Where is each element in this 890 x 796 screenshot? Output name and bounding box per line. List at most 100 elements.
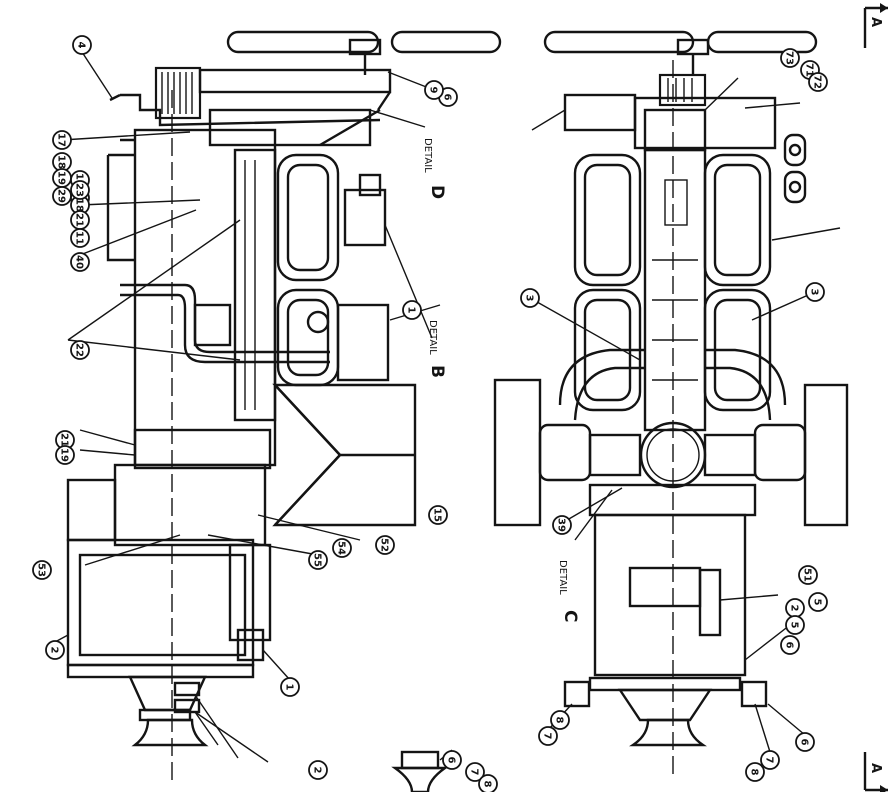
callout-circle bbox=[428, 505, 448, 525]
callout-3: 3 bbox=[520, 288, 540, 308]
labels-layer: 4691718192910133256786786782525354551211… bbox=[32, 17, 883, 794]
callout-8: 8 bbox=[478, 774, 498, 794]
callout-number: 6 bbox=[799, 739, 810, 746]
callout-number: 6 bbox=[442, 94, 453, 101]
callout-7: 7 bbox=[465, 762, 485, 782]
callout-17: 17 bbox=[52, 130, 72, 150]
callout-7: 7 bbox=[760, 750, 780, 770]
callout-number: 5 bbox=[812, 599, 823, 606]
detail-letter: C bbox=[560, 610, 580, 622]
callout-number: 7 bbox=[764, 757, 775, 764]
callout-73: 73 bbox=[780, 48, 800, 68]
callout-number: 73 bbox=[784, 51, 795, 65]
callout-circle bbox=[785, 615, 805, 635]
callout-21: 21 bbox=[70, 210, 90, 230]
callout-6: 6 bbox=[795, 732, 815, 752]
detail-label-b: DETAIL B bbox=[427, 320, 447, 378]
callout-number: 72 bbox=[812, 75, 823, 89]
leader-lines bbox=[54, 51, 841, 763]
callout-8: 8 bbox=[550, 710, 570, 730]
callout-circle bbox=[424, 80, 444, 100]
callout-number: 17 bbox=[74, 173, 85, 187]
callout-number: 8 bbox=[749, 769, 760, 776]
callout-circle bbox=[745, 762, 765, 782]
callout-circle bbox=[55, 445, 75, 465]
callout-number: 29 bbox=[56, 189, 67, 203]
callout-number: 52 bbox=[379, 538, 390, 552]
callout-circle bbox=[332, 538, 352, 558]
callout-number: 17 bbox=[56, 133, 67, 147]
callout-number: 19 bbox=[59, 448, 70, 462]
callout-number: 1 bbox=[284, 684, 295, 691]
callout-circle bbox=[808, 72, 828, 92]
callout-circle bbox=[70, 228, 90, 248]
callout-circle bbox=[70, 180, 90, 200]
callout-circle bbox=[308, 550, 328, 570]
callout-circle bbox=[375, 535, 395, 555]
callout-5: 5 bbox=[808, 592, 828, 612]
callout-number: 3 bbox=[809, 289, 820, 296]
callout-19: 19 bbox=[55, 445, 75, 465]
callout-circle bbox=[70, 252, 90, 272]
callout-number: 11 bbox=[74, 231, 85, 245]
callout-number: 7 bbox=[469, 769, 480, 776]
callout-number: 8 bbox=[482, 781, 493, 788]
callout-number: 71 bbox=[804, 63, 815, 77]
callout-circle bbox=[45, 640, 65, 660]
callout-22: 22 bbox=[70, 340, 90, 360]
detail-prefix: DETAIL bbox=[422, 138, 433, 173]
callout-52: 52 bbox=[375, 535, 395, 555]
callout-number: 3 bbox=[524, 295, 535, 302]
callout-circle bbox=[552, 515, 572, 535]
callout-number: 21 bbox=[74, 213, 85, 227]
callout-number: 21 bbox=[59, 433, 70, 447]
callout-circle bbox=[402, 300, 422, 320]
callout-number: 7 bbox=[542, 733, 553, 740]
callout-number: 5 bbox=[789, 622, 800, 629]
callout-circle bbox=[280, 677, 300, 697]
callout-number: 4 bbox=[76, 42, 87, 49]
callout-number: 15 bbox=[432, 508, 443, 522]
callout-circle bbox=[805, 282, 825, 302]
callout-6: 6 bbox=[780, 635, 800, 655]
callout-number: 19 bbox=[56, 171, 67, 185]
left-side-view bbox=[66, 30, 502, 794]
callout-54: 54 bbox=[332, 538, 352, 558]
callout-number: 51 bbox=[802, 568, 813, 582]
callout-circle bbox=[780, 635, 800, 655]
callout-circle bbox=[550, 710, 570, 730]
callout-circle bbox=[52, 130, 72, 150]
callout-40: 40 bbox=[70, 252, 90, 272]
detail-prefix: DETAIL bbox=[427, 320, 438, 355]
callout-53: 53 bbox=[32, 560, 52, 580]
callout-2: 2 bbox=[308, 760, 328, 780]
callout-number: 6 bbox=[784, 642, 795, 649]
callout-number: 18 bbox=[74, 198, 85, 212]
detail-letter: B bbox=[427, 365, 447, 378]
section-marks bbox=[863, 3, 888, 795]
callout-circle bbox=[72, 35, 92, 55]
callout-number: 54 bbox=[336, 541, 347, 555]
callout-8: 8 bbox=[745, 762, 765, 782]
callout-18: 18 bbox=[52, 152, 72, 172]
callout-2: 2 bbox=[785, 598, 805, 618]
callout-circle bbox=[465, 762, 485, 782]
callout-number: 23 bbox=[74, 183, 85, 197]
callout-number: 22 bbox=[74, 343, 85, 357]
callout-circle bbox=[308, 760, 328, 780]
callout-11: 11 bbox=[70, 228, 90, 248]
callout-2: 2 bbox=[45, 640, 65, 660]
callout-7: 7 bbox=[538, 726, 558, 746]
callout-6: 6 bbox=[442, 750, 462, 770]
callout-circle bbox=[442, 750, 462, 770]
callout-circle bbox=[32, 560, 52, 580]
callout-9: 9 bbox=[424, 80, 444, 100]
callout-5: 5 bbox=[785, 615, 805, 635]
callout-number: 39 bbox=[556, 518, 567, 532]
callout-number: 9 bbox=[428, 87, 439, 94]
callout-circle bbox=[760, 750, 780, 770]
callout-circle bbox=[520, 288, 540, 308]
callout-39: 39 bbox=[552, 515, 572, 535]
